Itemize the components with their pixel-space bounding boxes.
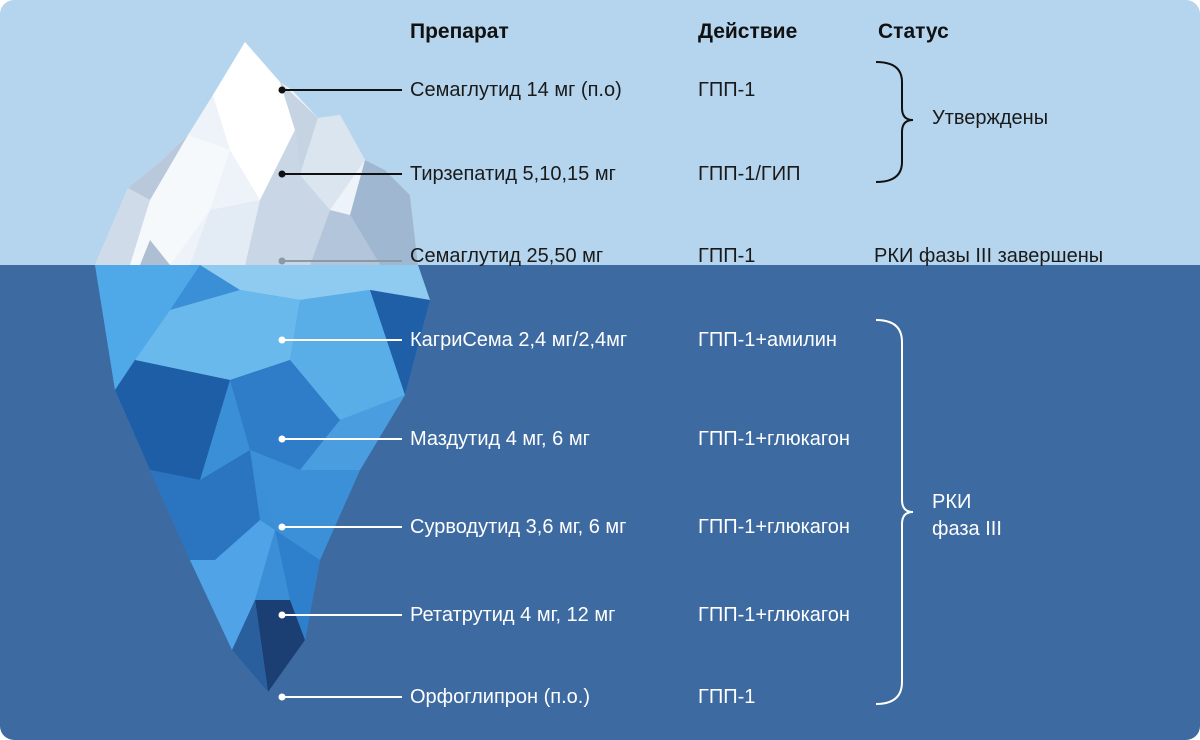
status-label: РКИ фазы III завершены	[874, 245, 1104, 267]
drug-label: Семаглутид 14 мг (п.о)	[410, 79, 622, 101]
rct-brace	[875, 319, 914, 705]
rct-group-line1: РКИ	[932, 491, 972, 513]
action-label: ГПП-1/ГИП	[698, 163, 801, 185]
iceberg-bottom	[95, 265, 430, 692]
action-label: ГПП-1+глюкагон	[698, 516, 850, 538]
action-label: ГПП-1	[698, 79, 756, 101]
iceberg-top	[95, 42, 418, 265]
drug-label: Сурводутид 3,6 мг, 6 мг	[410, 516, 627, 538]
rct-group-label: РКИ фаза III	[932, 489, 1002, 543]
drug-label: Маздутид 4 мг, 6 мг	[410, 428, 590, 450]
rct-group-line2: фаза III	[932, 518, 1002, 540]
drug-label: Семаглутид 25,50 мг	[410, 245, 604, 267]
action-label: ГПП-1+амилин	[698, 329, 837, 351]
approved-brace	[875, 61, 914, 183]
drug-label: Ретатрутид 4 мг, 12 мг	[410, 604, 616, 626]
connector-lines	[278, 86, 402, 701]
header-drug: Препарат	[410, 20, 509, 43]
header-status: Статус	[878, 20, 949, 43]
drug-label: КагриСема 2,4 мг/2,4мг	[410, 329, 628, 351]
drug-label: Тирзепатид 5,10,15 мг	[410, 163, 616, 185]
action-label: ГПП-1	[698, 686, 756, 708]
action-label: ГПП-1+глюкагон	[698, 604, 850, 626]
action-label: ГПП-1+глюкагон	[698, 428, 850, 450]
header-action: Действие	[698, 20, 798, 43]
action-label: ГПП-1	[698, 245, 756, 267]
drug-label: Орфоглипрон (п.о.)	[410, 686, 591, 708]
approved-group-label: Утверждены	[932, 107, 1049, 129]
